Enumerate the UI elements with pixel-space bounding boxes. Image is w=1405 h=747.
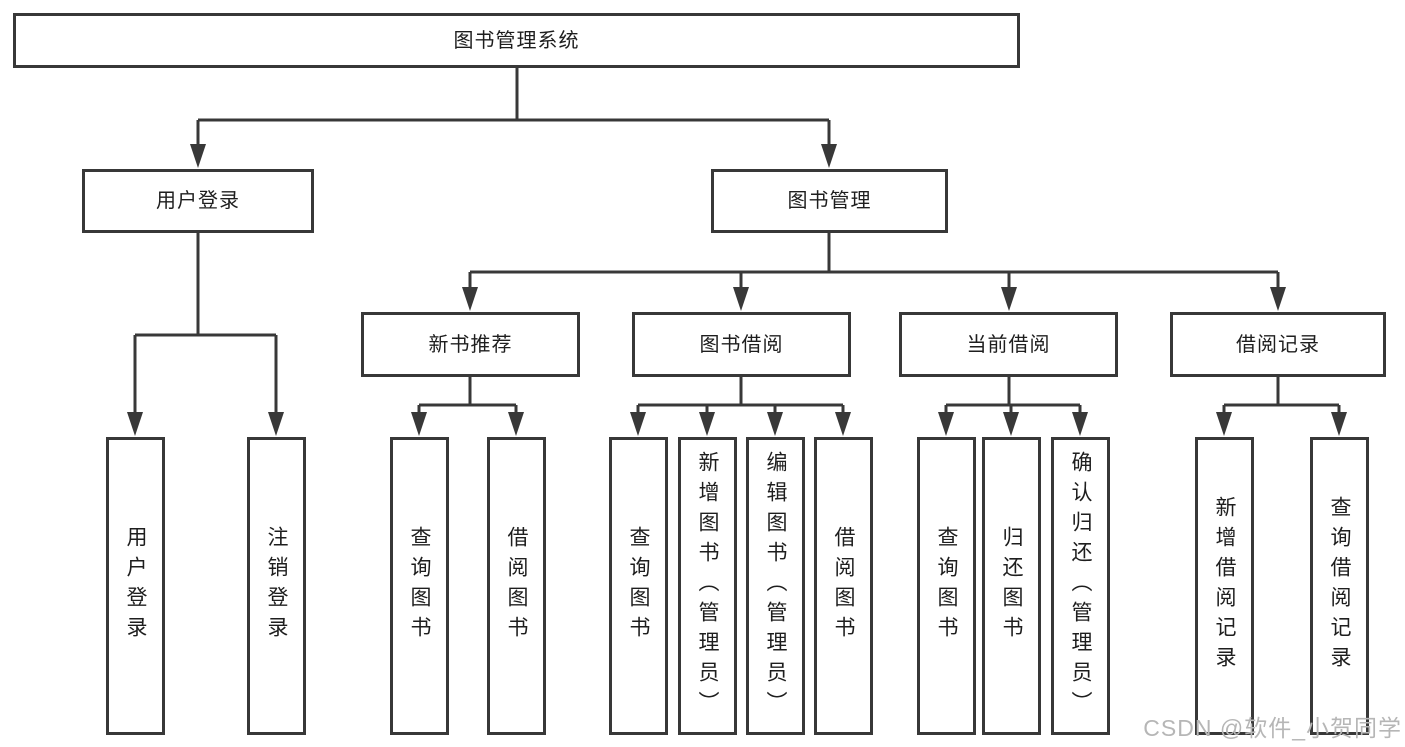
node-book-borrow: 图书借阅: [632, 312, 851, 377]
node-new-book-recommend-label: 新书推荐: [428, 333, 513, 356]
leaf-edit-book-admin-label: 编辑图书（管理员）: [764, 451, 787, 721]
leaf-add-book-admin: 新增图书（管理员）: [678, 437, 737, 735]
node-new-book-recommend: 新书推荐: [361, 312, 580, 377]
leaf-user-login-label: 用户登录: [124, 526, 147, 646]
leaf-query-book-current-label: 查询图书: [935, 526, 958, 646]
connector-borrow-to-leaves: [630, 377, 851, 436]
leaf-borrow-book-label: 借阅图书: [832, 526, 855, 646]
leaf-query-borrow-record: 查询借阅记录: [1310, 437, 1369, 735]
leaf-query-book-borrow-label: 查询图书: [627, 526, 650, 646]
node-borrow-records: 借阅记录: [1170, 312, 1386, 377]
node-user-login-label: 用户登录: [156, 190, 240, 212]
leaf-confirm-return-admin-label: 确认归还（管理员）: [1069, 451, 1092, 721]
node-book-management: 图书管理: [711, 169, 948, 233]
node-borrow-records-label: 借阅记录: [1236, 333, 1320, 356]
leaf-add-borrow-record-label: 新增借阅记录: [1213, 496, 1236, 676]
node-book-borrow-label: 图书借阅: [699, 333, 784, 356]
connector-recommend-to-leaves: [411, 377, 524, 436]
connector-bookmgmt-to-level2: [462, 233, 1286, 311]
csdn-watermark: CSDN @软件_小贺同学: [1143, 715, 1402, 741]
node-user-login: 用户登录: [82, 169, 314, 233]
leaf-add-book-admin-label: 新增图书（管理员）: [696, 451, 719, 721]
leaf-add-borrow-record: 新增借阅记录: [1195, 437, 1254, 735]
node-current-borrow-label: 当前借阅: [966, 333, 1051, 356]
connector-records-to-leaves: [1216, 377, 1347, 436]
connector-userlogin-to-leaves: [127, 233, 284, 436]
node-book-management-label: 图书管理: [787, 190, 872, 212]
leaf-return-book: 归还图书: [982, 437, 1041, 735]
leaf-return-book-label: 归还图书: [1000, 526, 1023, 646]
leaf-query-borrow-record-label: 查询借阅记录: [1328, 496, 1351, 676]
connector-current-to-leaves: [938, 377, 1088, 436]
leaf-borrow-book-recommend: 借阅图书: [487, 437, 546, 735]
leaf-borrow-book: 借阅图书: [814, 437, 873, 735]
leaf-logout-login-label: 注销登录: [265, 526, 288, 646]
leaf-query-book-borrow: 查询图书: [609, 437, 668, 735]
leaf-edit-book-admin: 编辑图书（管理员）: [746, 437, 805, 735]
node-root-label: 图书管理系统: [453, 29, 580, 52]
node-current-borrow: 当前借阅: [899, 312, 1118, 377]
connector-root-to-level1: [190, 68, 837, 168]
leaf-logout-login: 注销登录: [247, 437, 306, 735]
leaf-user-login: 用户登录: [106, 437, 165, 735]
node-root: 图书管理系统: [13, 13, 1020, 68]
leaf-borrow-book-recommend-label: 借阅图书: [505, 526, 528, 646]
leaf-confirm-return-admin: 确认归还（管理员）: [1051, 437, 1110, 735]
leaf-query-book-current: 查询图书: [917, 437, 976, 735]
leaf-query-book-recommend: 查询图书: [390, 437, 449, 735]
leaf-query-book-recommend-label: 查询图书: [408, 526, 431, 646]
